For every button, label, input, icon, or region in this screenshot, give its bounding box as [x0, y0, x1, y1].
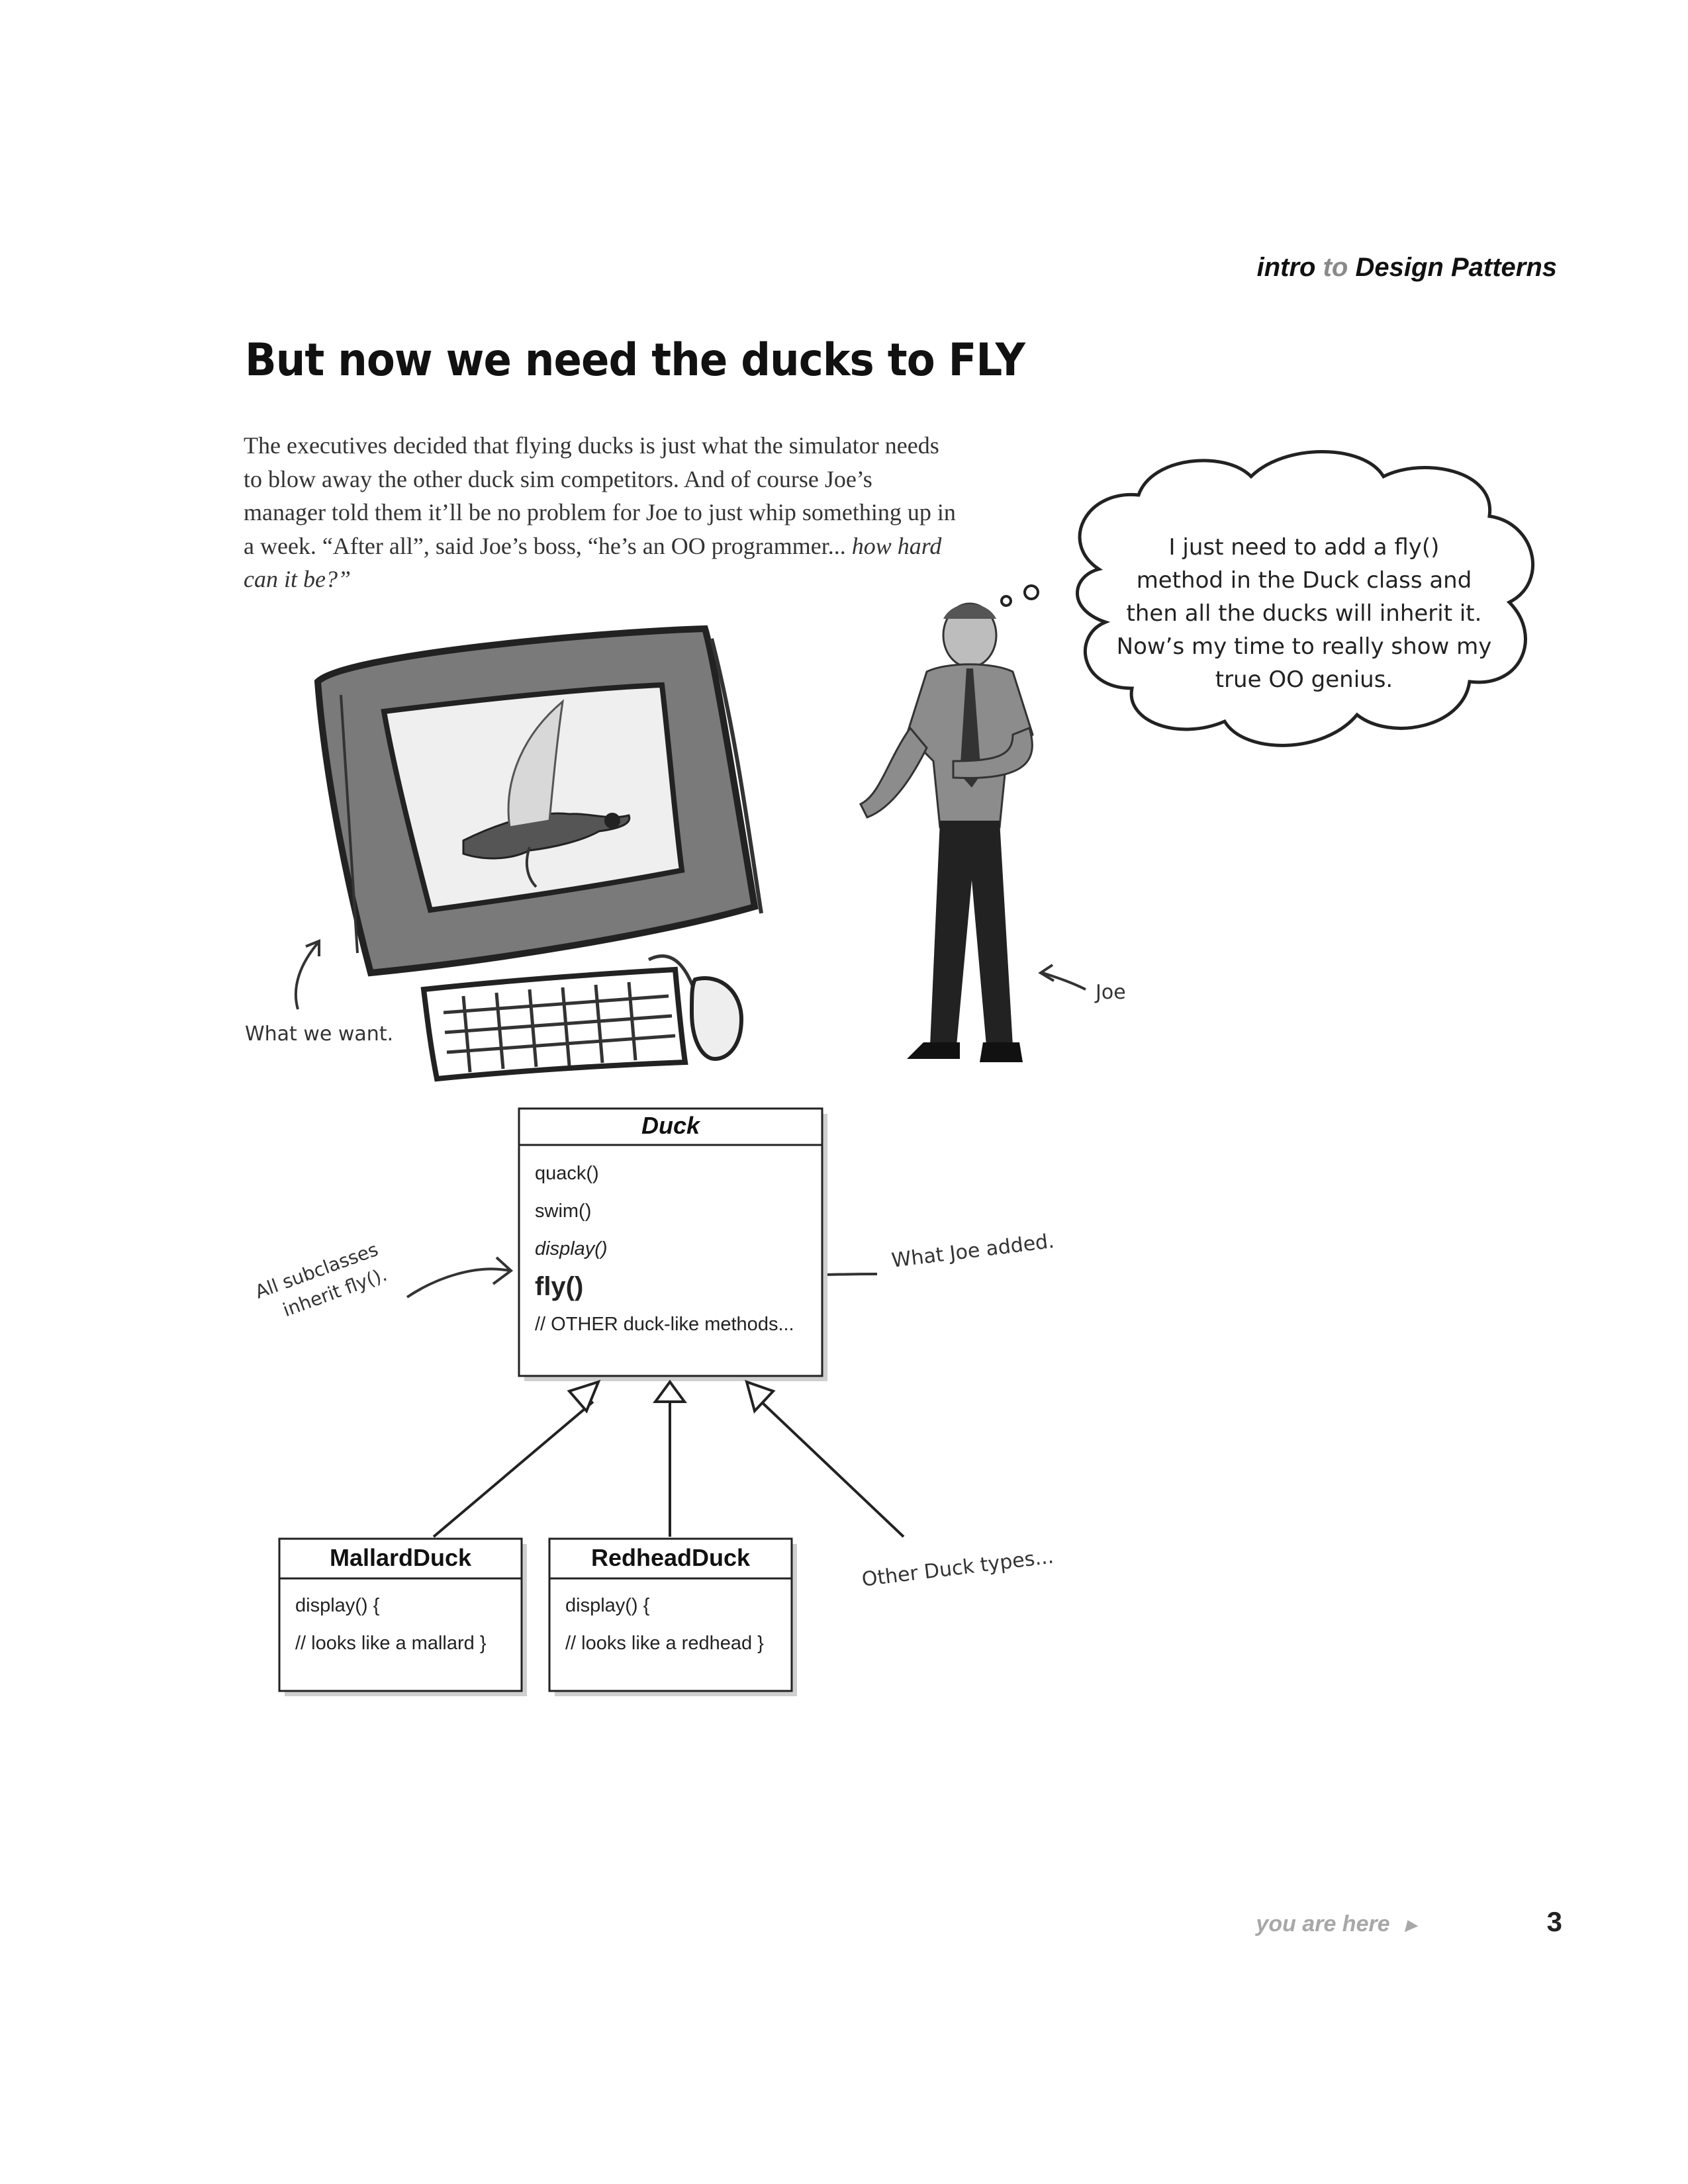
duck-method: display() [535, 1238, 608, 1259]
mallard-body: display() { // looks like a mallard } [295, 1587, 487, 1662]
joe-label: Joe [1096, 981, 1126, 1004]
redhead-line: display() { [565, 1595, 650, 1616]
what-we-want-label: What we want. [245, 1023, 394, 1046]
header-suffix: Design Patterns [1355, 253, 1557, 282]
duck-method: swim() [535, 1201, 592, 1222]
intro-paragraph: The executives decided that flying ducks… [244, 429, 959, 596]
duck-method: // OTHER duck-like methods... [535, 1314, 794, 1335]
mallard-line: // looks like a mallard } [295, 1633, 487, 1654]
mouse-illustration [647, 954, 744, 1062]
thought-bubble-text: I just need to add a fly() method in the… [1099, 531, 1509, 696]
duck-method: quack() [535, 1163, 599, 1184]
duck-class-name: Duck [641, 1112, 700, 1139]
what-we-want-arrow [294, 939, 320, 1010]
mallard-class-box [278, 1537, 523, 1692]
thought-line: then all the ducks will inherit it. [1126, 600, 1482, 627]
inheritance-arrows [432, 1379, 905, 1538]
redhead-line: // looks like a redhead } [565, 1633, 764, 1654]
thought-line: Now’s my time to really show my [1116, 633, 1492, 660]
running-header: intro to Design Patterns [1257, 253, 1557, 283]
thought-line: I just need to add a fly() [1168, 534, 1440, 561]
thought-line: true OO genius. [1215, 666, 1393, 693]
keyboard-illustration [420, 966, 688, 1082]
thought-cloud [1000, 450, 1534, 747]
joe-arrow [1038, 964, 1086, 991]
redhead-class-name: RedheadDuck [590, 1544, 751, 1571]
page-number: 3 [1546, 1906, 1562, 1937]
intro-italic: how hard can it be?” [244, 532, 942, 593]
you-are-here: you are here ▶ [1256, 1911, 1417, 1937]
intro-text: The executives decided that flying ducks… [244, 432, 956, 559]
duck-class-box [518, 1107, 823, 1377]
joe-figure [859, 602, 1034, 1062]
header-to: to [1323, 253, 1348, 282]
duck-methods: quack() swim() display() fly() // OTHER … [535, 1155, 794, 1343]
all-subclasses-arrow [406, 1256, 514, 1298]
page-title: But now we need the ducks to FLY [245, 334, 1025, 387]
thought-line: method in the Duck class and [1136, 567, 1472, 594]
you-are-here-label: you are here [1256, 1911, 1390, 1936]
mallard-class-name: MallardDuck [329, 1544, 472, 1571]
redhead-class-box [548, 1537, 793, 1692]
header-prefix: intro [1256, 253, 1316, 282]
redhead-body: display() { // looks like a redhead } [565, 1587, 764, 1662]
duck-method-fly: fly() [535, 1272, 584, 1301]
triangle-right-icon: ▶ [1405, 1917, 1417, 1934]
mallard-line: display() { [295, 1595, 380, 1616]
flying-duck-image [462, 699, 631, 888]
